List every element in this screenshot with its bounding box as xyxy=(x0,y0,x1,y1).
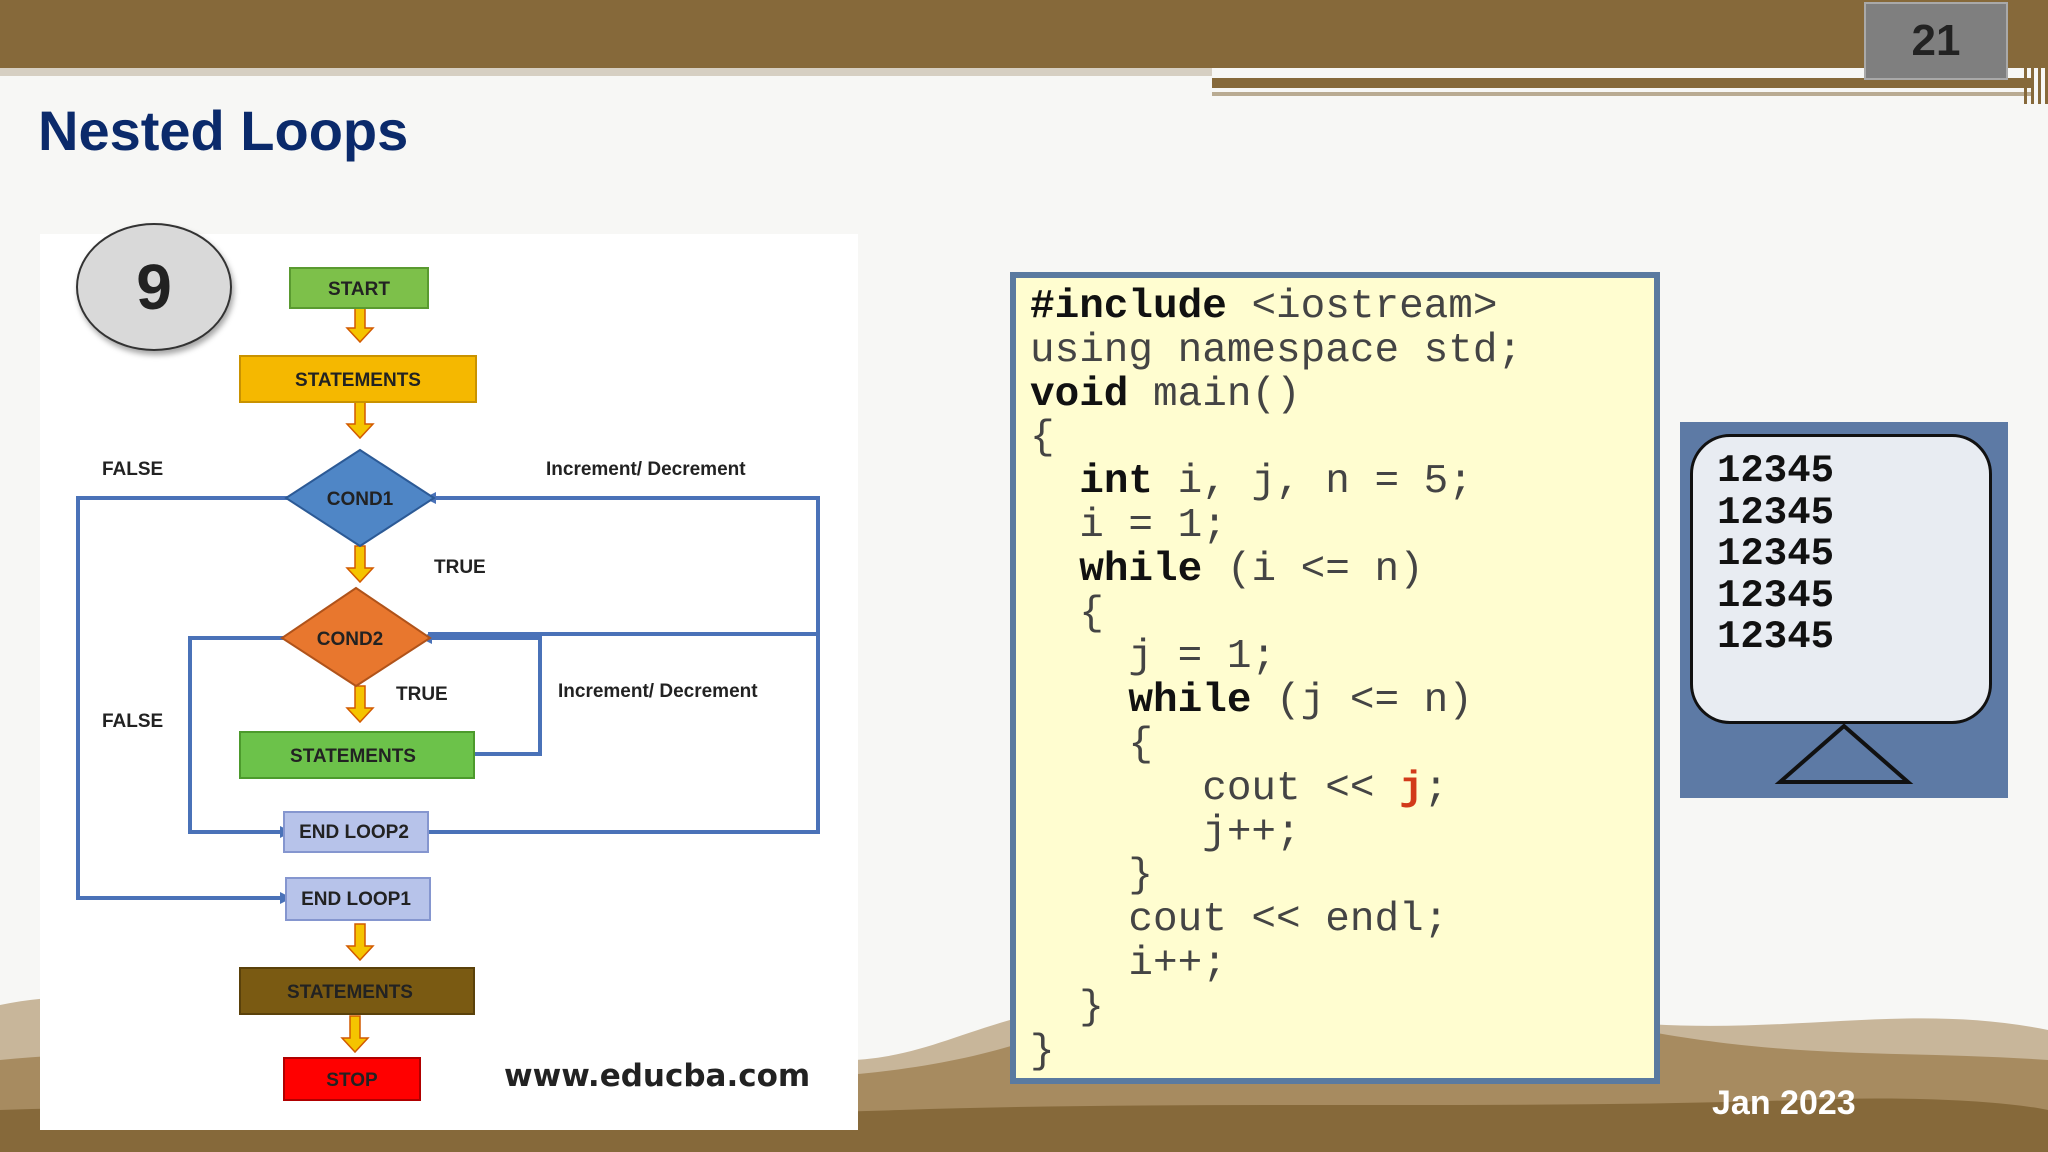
code-panel: #include <iostream> using namespace std;… xyxy=(1010,272,1660,1084)
stop-label: STOP xyxy=(326,1070,378,1091)
statements1-label: STATEMENTS xyxy=(295,370,421,391)
slide-date: Jan 2023 xyxy=(1712,1084,1856,1122)
code-line-9: j = 1; xyxy=(1030,634,1277,681)
false2-connector xyxy=(188,636,290,834)
cond2-node xyxy=(280,586,432,688)
true1-label: TRUE xyxy=(434,557,486,578)
output-line: 12345 xyxy=(1717,449,1835,493)
code-line-11: { xyxy=(1030,721,1154,768)
code-line-18: } xyxy=(1030,1028,1055,1075)
stop-node xyxy=(283,1057,421,1101)
code-line-3: void main() xyxy=(1030,371,1301,418)
statements3-label: STATEMENTS xyxy=(287,982,413,1003)
statements3-node xyxy=(239,967,475,1015)
code-line-13: j++; xyxy=(1030,809,1301,856)
end-loop1-node xyxy=(285,877,431,921)
watermark: www.educba.com xyxy=(504,1058,810,1094)
cond2-loopback xyxy=(432,636,542,756)
top-banner-shadow xyxy=(0,68,1212,76)
code-line-12: cout << j; xyxy=(1030,765,1449,812)
end-loop1-label: END LOOP1 xyxy=(301,889,411,910)
statements2-node xyxy=(239,731,475,779)
code-line-4: { xyxy=(1030,415,1055,462)
code-line-16: i++; xyxy=(1030,940,1227,987)
code-line-8: { xyxy=(1030,590,1104,637)
code-line-17: } xyxy=(1030,984,1104,1031)
start-label: START xyxy=(328,279,390,300)
incdec2-label: Increment/ Decrement xyxy=(558,681,758,702)
flowchart-diagram: START STATEMENTS COND1 COND2 STATEMENTS … xyxy=(76,267,820,1101)
cond1-loopback xyxy=(428,496,820,636)
statements1-node xyxy=(239,355,477,403)
false1-label: FALSE xyxy=(102,459,163,480)
slide-number: 21 xyxy=(1864,2,2008,80)
monitor-screen: 12345 12345 12345 12345 12345 xyxy=(1690,434,1992,724)
monitor-stand-icon xyxy=(1774,723,1914,784)
cond2-label: COND2 xyxy=(317,629,384,650)
false2-label: FALSE xyxy=(102,711,163,732)
incdec1-label: Increment/ Decrement xyxy=(546,459,746,480)
statements2-label: STATEMENTS xyxy=(290,746,416,767)
start-node xyxy=(289,267,429,309)
yellow-arrows xyxy=(340,305,375,1054)
top-banner-lines xyxy=(1212,78,2032,104)
code-line-10: while (j <= n) xyxy=(1128,678,1473,725)
false1-connector xyxy=(76,496,296,900)
corner-bars xyxy=(2022,0,2048,104)
output-line: 12345 xyxy=(1717,573,1835,618)
code-line-2: using namespace std; xyxy=(1030,327,1523,374)
output-monitor: 12345 12345 12345 12345 12345 xyxy=(1680,422,2008,798)
output-line: 12345 xyxy=(1717,532,1835,576)
flowchart-panel: START STATEMENTS COND1 COND2 STATEMENTS … xyxy=(40,234,858,1130)
slide-title: Nested Loops xyxy=(38,99,409,162)
true2-label: TRUE xyxy=(396,684,448,705)
end-loop2-label: END LOOP2 xyxy=(299,822,409,843)
end-loop2-node xyxy=(283,811,429,853)
code-listing: #include <iostream> using namespace std;… xyxy=(1016,278,1654,1074)
code-line-5: int i, j, n = 5; xyxy=(1079,459,1473,506)
code-line-6: i = 1; xyxy=(1030,502,1227,549)
code-line-1: #include <iostream> xyxy=(1030,284,1498,330)
code-line-14: } xyxy=(1030,853,1154,900)
top-banner xyxy=(0,0,2048,68)
code-line-15: cout << endl; xyxy=(1030,897,1449,944)
output-line: 12345 xyxy=(1717,615,1835,659)
step-badge: 9 xyxy=(76,223,232,351)
cond1-node xyxy=(284,448,436,548)
code-line-7: while (i <= n) xyxy=(1079,546,1424,593)
endloop2-connector xyxy=(428,634,820,834)
output-line: 12345 xyxy=(1717,490,1835,535)
cond1-label: COND1 xyxy=(327,489,394,510)
